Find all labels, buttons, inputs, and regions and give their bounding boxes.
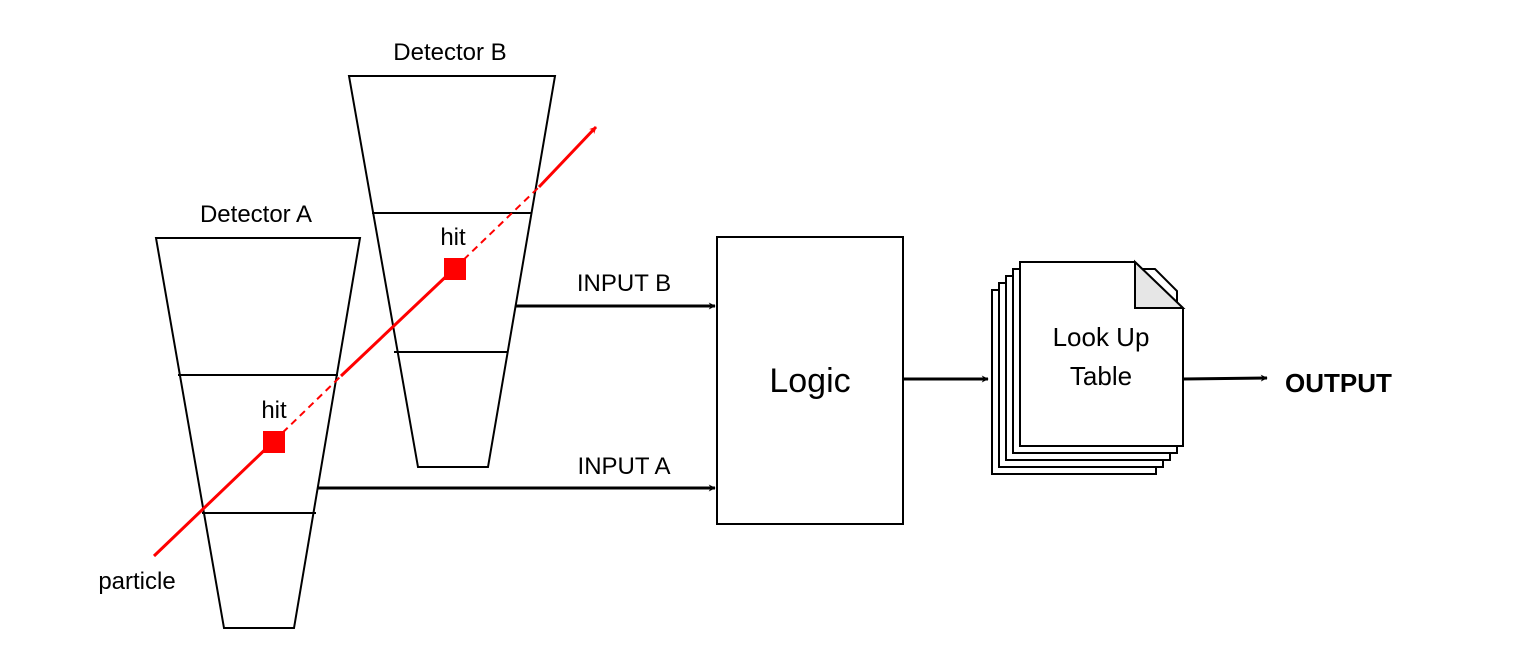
hit-label-b: hit <box>440 224 466 251</box>
lookup-table: Look Up Table <box>991 259 1186 475</box>
hit-marker-a <box>263 431 285 453</box>
particle-track-arrow <box>537 125 598 189</box>
input-a: INPUT A <box>318 453 716 492</box>
input-a-label: INPUT A <box>578 453 671 480</box>
particle-track-solid <box>152 439 276 558</box>
detector-b: Detector B <box>347 39 557 468</box>
particle-track-dashed <box>454 186 540 269</box>
logic-box <box>716 236 904 525</box>
particle-label: particle <box>98 568 175 595</box>
output-label: OUTPUT <box>1285 368 1392 398</box>
particle-track-dashed <box>273 375 342 442</box>
hit-marker-b <box>444 258 466 280</box>
logic-label: Logic <box>769 362 850 400</box>
page-fold <box>1134 259 1186 309</box>
input-b-label: INPUT B <box>577 270 671 297</box>
lookup-table-label-line1: Look Up <box>1053 322 1150 352</box>
logic-block: Logic <box>716 236 904 525</box>
particle-track: hit hit particle <box>98 125 598 595</box>
hit-label-a: hit <box>261 397 287 424</box>
detector-a-body <box>154 237 362 629</box>
detector-a: Detector A <box>154 201 362 629</box>
detector-a-title: Detector A <box>200 201 312 228</box>
lookup-table-label-line2: Table <box>1070 361 1132 391</box>
detector-b-title: Detector B <box>393 39 506 66</box>
lut-to-output-arrow <box>1182 374 1268 382</box>
particle-track-solid <box>339 266 457 378</box>
input-b: INPUT B <box>516 270 716 310</box>
